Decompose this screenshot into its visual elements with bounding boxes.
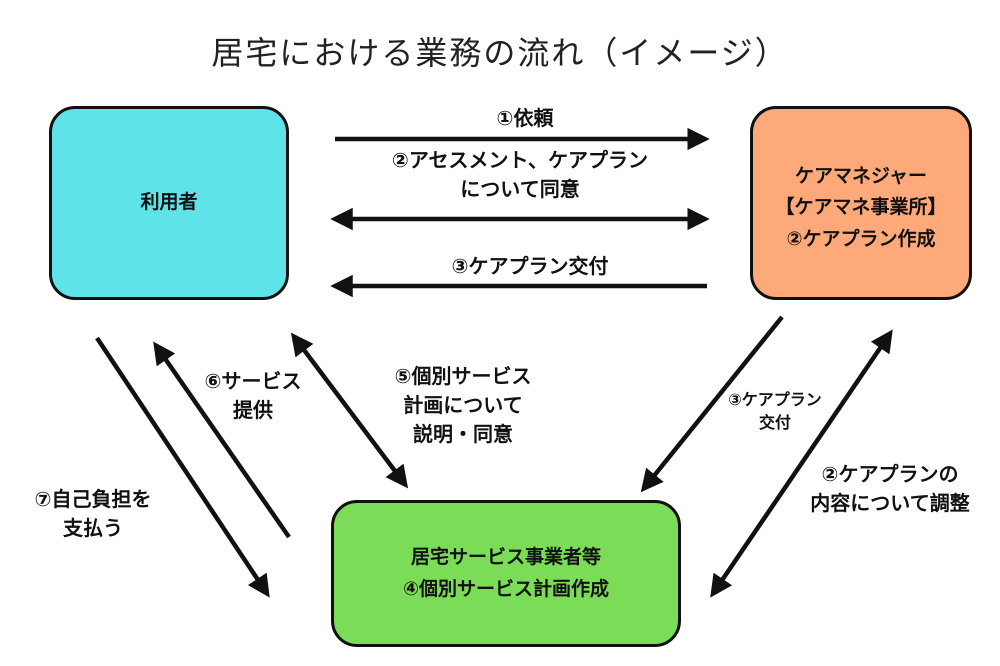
individual-plan-creation-line: ④個別サービス計画作成 xyxy=(402,577,610,600)
provider-name-line: 居宅サービス事業者等 xyxy=(410,546,601,569)
care-plan-creation-line: ②ケアプラン作成 xyxy=(786,227,936,250)
care-manager-box: ケアマネジャー 【ケアマネ事業所】 ②ケアプラン作成 xyxy=(750,106,972,300)
edge-label-self-pay: ⑦自己負担を 支払う xyxy=(34,487,152,540)
service-provider-box: 居宅サービス事業者等 ④個別サービス計画作成 xyxy=(331,500,681,647)
user-label: 利用者 xyxy=(140,191,198,214)
edge-label-service-provision: ⑥サービス 提供 xyxy=(204,369,302,422)
care-manager-line: ケアマネジャー xyxy=(794,164,928,187)
edge-label-plan-adjust: ②ケアプランの 内容について調整 xyxy=(810,462,970,515)
arrow-plan-adjust xyxy=(710,329,893,598)
arrow-individual-plan xyxy=(290,332,409,489)
arrow-service-provision xyxy=(153,341,291,539)
edge-label-assessment: ②アセスメント、ケアプラン について同意 xyxy=(391,148,649,201)
edge-label-request: ①依頼 xyxy=(496,106,554,130)
page-title: 居宅における業務の流れ（イメージ） xyxy=(211,34,789,72)
edge-label-plan-delivery-side: ③ケアプラン 交付 xyxy=(728,390,822,433)
arrow-self-pay xyxy=(95,336,270,598)
edge-label-plan-delivery-top: ③ケアプラン交付 xyxy=(451,254,609,278)
user-box: 利用者 xyxy=(49,106,289,300)
edge-label-individual-plan: ⑤個別サービス 計画について 説明・同意 xyxy=(394,364,532,446)
care-manager-office-line: 【ケアマネ事業所】 xyxy=(775,196,947,219)
